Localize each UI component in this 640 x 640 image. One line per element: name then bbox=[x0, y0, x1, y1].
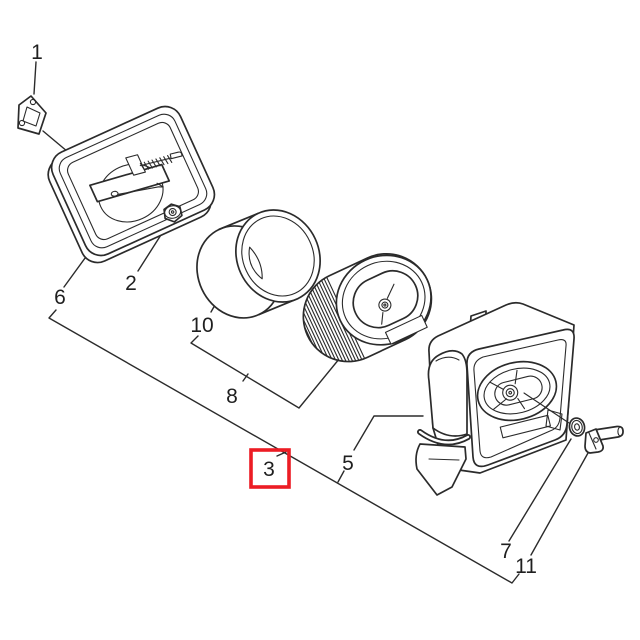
part-label-8[interactable]: 8 bbox=[226, 385, 238, 408]
screw-shaft bbox=[117, 182, 164, 195]
part-label-7[interactable]: 7 bbox=[500, 540, 512, 563]
cover-front-inner bbox=[473, 339, 567, 459]
inner-bore-edge bbox=[248, 246, 263, 280]
leader-line-5 bbox=[353, 415, 424, 451]
part-label-3[interactable]: 3 bbox=[263, 458, 275, 481]
washer-drawing bbox=[568, 417, 586, 437]
highlight-box-part-3[interactable] bbox=[249, 448, 291, 489]
bolt-axis-line bbox=[523, 392, 570, 424]
filter-element-drawing bbox=[302, 253, 433, 363]
nut-drawing bbox=[163, 203, 183, 223]
leader-tick-8 bbox=[242, 373, 249, 382]
part-label-10[interactable]: 10 bbox=[190, 314, 213, 337]
leader-line-11 bbox=[530, 452, 589, 556]
leader-lines bbox=[33, 61, 589, 584]
leader-tick-5 bbox=[337, 470, 345, 483]
part-label-5[interactable]: 5 bbox=[342, 452, 354, 475]
part-label-6[interactable]: 6 bbox=[54, 286, 66, 309]
air-cleaner-case-drawing bbox=[47, 105, 216, 264]
mounting-tab bbox=[384, 314, 428, 345]
callout-labels: 1 2 3 5 6 7 8 10 11 bbox=[31, 41, 537, 578]
cover-side-tab bbox=[545, 409, 563, 431]
part-label-2[interactable]: 2 bbox=[125, 272, 137, 295]
part-label-1[interactable]: 1 bbox=[31, 41, 43, 64]
stud-tip bbox=[169, 151, 183, 160]
leader-line-8-bracket bbox=[190, 335, 345, 409]
part-label-11[interactable]: 11 bbox=[515, 555, 537, 578]
elbow-fitting-drawing bbox=[584, 425, 624, 454]
gasket-drawing bbox=[17, 95, 47, 135]
leader-line-7 bbox=[508, 438, 572, 542]
leader-tick-3 bbox=[276, 451, 287, 457]
spring bbox=[139, 151, 183, 171]
leader-line-1 bbox=[33, 61, 37, 95]
snorkel-hood bbox=[427, 349, 468, 437]
intake-chute bbox=[415, 443, 467, 496]
bracket-flange bbox=[125, 154, 146, 176]
screw-hole bbox=[110, 190, 119, 197]
foam-element-drawing bbox=[196, 209, 321, 319]
air-cleaner-cover-drawing bbox=[415, 301, 575, 496]
